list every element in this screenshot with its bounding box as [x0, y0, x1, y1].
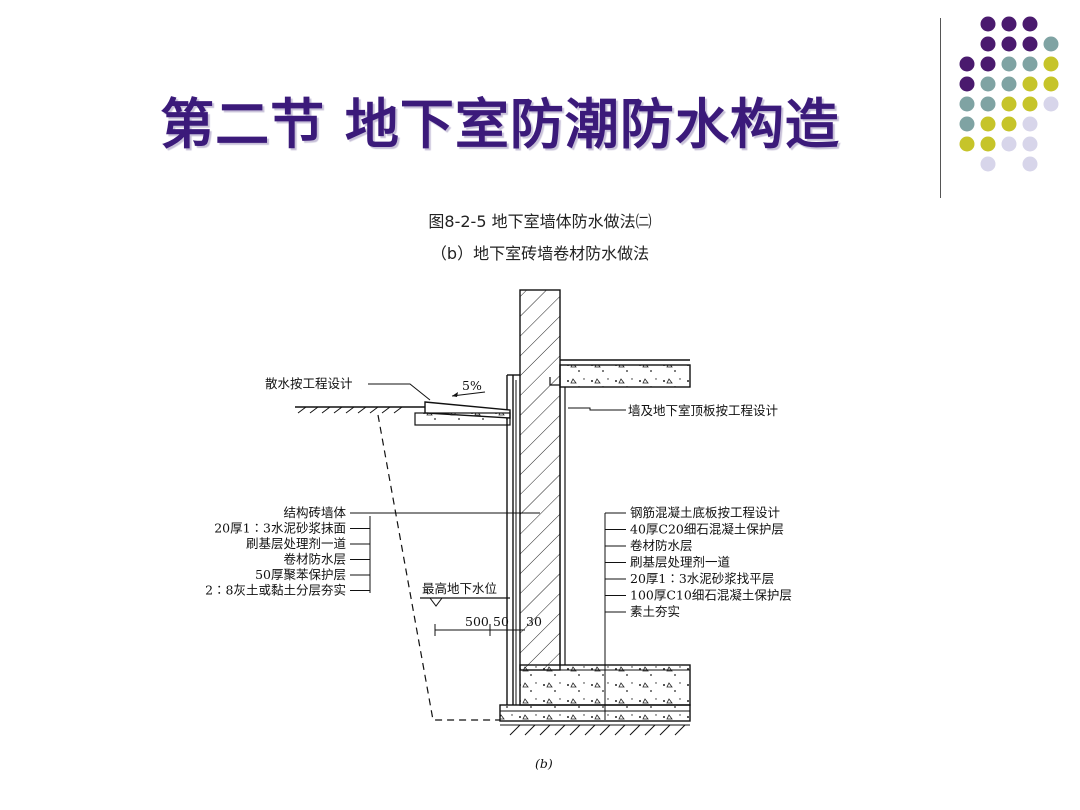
decor-dot — [1001, 116, 1017, 132]
decor-dot — [959, 96, 975, 112]
decor-dot — [980, 76, 996, 92]
decor-dot — [959, 76, 975, 92]
right-label-4: 20厚1∶3水泥砂浆找平层 — [630, 571, 774, 586]
figure-label: (b) — [535, 756, 553, 771]
excavation-line — [377, 414, 500, 721]
left-label-2: 刷基层处理剂一道 — [246, 536, 347, 551]
decor-dot — [1022, 16, 1038, 32]
decor-dot — [1001, 76, 1017, 92]
base-concrete-layer — [499, 704, 691, 722]
slide-title: 第二节 地下室防潮防水构造 — [160, 93, 840, 156]
decor-dot — [959, 116, 975, 132]
right-label-group: 钢筋混凝土底板按工程设计 40厚C20细石混凝土保护层卷材防水层刷基层处理剂一道2… — [605, 505, 792, 619]
slope-label: 5% — [462, 378, 482, 393]
decor-dot — [1022, 136, 1038, 152]
dim-500: 500 — [465, 614, 489, 629]
left-label-1: 20厚1∶3水泥砂浆抹面 — [214, 521, 346, 536]
decor-dot — [1001, 56, 1017, 72]
decor-dot — [1022, 56, 1038, 72]
decor-dot — [1043, 56, 1059, 72]
figure-caption-line2: （b）地下室砖墙卷材防水做法 — [430, 244, 650, 263]
decor-dot — [1043, 76, 1059, 92]
decor-dot — [980, 96, 996, 112]
decor-dot — [1001, 36, 1017, 52]
figure-caption-line1: 图8-2-5 地下室墙体防水做法㈡ — [428, 212, 652, 231]
dim-30: 30 — [526, 614, 542, 629]
label-apron: 散水按工程设计 — [265, 376, 353, 391]
decor-dot — [959, 136, 975, 152]
decor-dot — [1001, 16, 1017, 32]
decor-dot — [1043, 96, 1059, 112]
right-label-1: 40厚C20细石混凝土保护层 — [630, 522, 784, 537]
decor-dot — [980, 36, 996, 52]
decor-divider-line — [940, 18, 941, 198]
dim-50: 50 — [493, 614, 509, 629]
decor-dot — [980, 16, 996, 32]
waterproofing-diagram: 5% 最高地下水位 500 50 30 散水按工程设计 墙及地下室顶板按工程设计… — [205, 289, 792, 771]
left-label-3: 卷材防水层 — [283, 552, 346, 567]
decor-dot — [980, 116, 996, 132]
right-label-5: 100厚C10细石混凝土保护层 — [630, 588, 792, 603]
decor-dot — [980, 56, 996, 72]
brick-wall — [519, 289, 561, 671]
left-label-4: 50厚聚苯保护层 — [255, 567, 346, 582]
right-label-6: 素土夯实 — [630, 604, 680, 619]
right-label-0: 钢筋混凝土底板按工程设计 — [630, 505, 780, 520]
decor-dot — [1001, 96, 1017, 112]
roof-slab — [559, 364, 691, 388]
decor-dot — [1022, 76, 1038, 92]
soil-hatch — [297, 406, 690, 736]
label-wall-roof: 墙及地下室顶板按工程设计 — [628, 403, 778, 418]
left-label-5: 2∶8灰土或黏土分层夯实 — [205, 583, 346, 598]
water-level-label: 最高地下水位 — [422, 581, 497, 596]
decor-dot — [959, 56, 975, 72]
right-label-3: 刷基层处理剂一道 — [630, 555, 731, 570]
left-label-0: 结构砖墙体 — [283, 505, 346, 520]
decor-dot — [1022, 156, 1038, 172]
decor-dot — [1001, 136, 1017, 152]
decor-dot — [1043, 36, 1059, 52]
decor-dot — [980, 156, 996, 172]
right-label-2: 卷材防水层 — [630, 538, 693, 553]
decor-dot — [980, 136, 996, 152]
decor-dot-grid — [959, 16, 1059, 172]
left-label-group: 结构砖墙体20厚1∶3水泥砂浆抹面刷基层处理剂一道卷材防水层50厚聚苯保护层2∶… — [205, 505, 370, 598]
decor-dot — [1022, 116, 1038, 132]
decor-dot — [1022, 36, 1038, 52]
decor-dot — [1022, 96, 1038, 112]
